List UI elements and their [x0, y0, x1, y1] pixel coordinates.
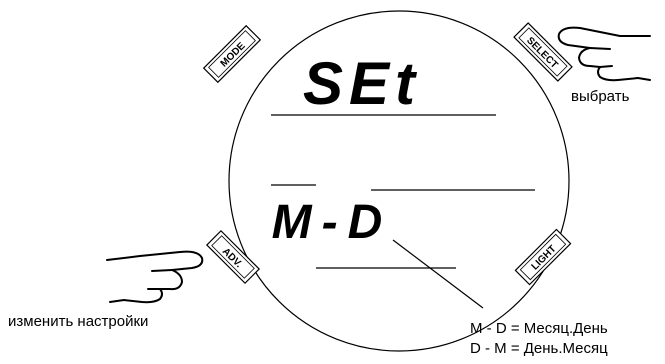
- display-top-text: SEt: [303, 50, 421, 117]
- legend-line-2: D - M = День.Месяц: [470, 340, 608, 357]
- select-caption: выбрать: [571, 88, 629, 105]
- display-bottom-text: M-D: [272, 196, 393, 249]
- pointing-hand-icon: [107, 252, 202, 303]
- pointing-hand-icon: [559, 28, 650, 81]
- adv-caption: изменить настройки: [8, 313, 148, 330]
- mode-button[interactable]: MODE: [204, 26, 261, 83]
- legend-line-1: M - D = Месяц.День: [470, 320, 608, 337]
